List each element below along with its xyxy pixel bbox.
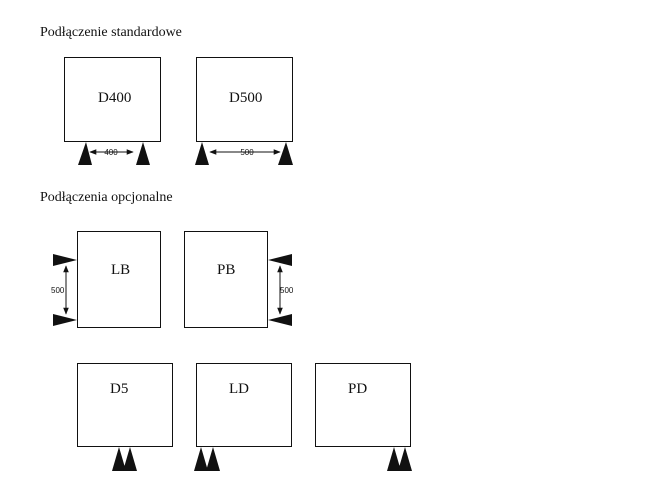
d500-right-connector-icon xyxy=(278,142,293,165)
lb-spacing-value: 500 xyxy=(51,286,65,295)
d400-spacing-value: 400 xyxy=(104,148,118,157)
radiator-pb-box xyxy=(184,231,268,328)
d500-left-connector-icon xyxy=(195,142,209,165)
radiator-ld-box xyxy=(196,363,292,447)
pb-spacing-value: 500 xyxy=(280,286,294,295)
radiator-d500-label: D500 xyxy=(229,90,263,106)
radiator-lb-label: LB xyxy=(111,262,131,278)
lb-bottom-connector-icon xyxy=(53,314,77,326)
d400-right-connector-icon xyxy=(136,142,150,165)
pd-connector-right-icon xyxy=(398,447,412,471)
heading-standard-connection: Podłączenie standardowe xyxy=(40,25,182,40)
radiator-ld-label: LD xyxy=(229,381,249,397)
radiator-lb-box xyxy=(77,231,161,328)
ld-connector-left-icon xyxy=(194,447,208,471)
radiator-d5-box xyxy=(77,363,173,447)
d500-spacing-value: 500 xyxy=(240,148,254,157)
ld-connector-right-icon xyxy=(206,447,220,471)
d5-connector-left-icon xyxy=(112,447,126,471)
lb-top-connector-icon xyxy=(53,254,77,266)
radiator-d400-box xyxy=(64,57,161,142)
heading-optional-connections: Podłączenia opcjonalne xyxy=(40,190,173,205)
pb-top-connector-icon xyxy=(268,254,292,266)
d5-connector-right-icon xyxy=(123,447,137,471)
radiator-pd-label: PD xyxy=(348,381,368,397)
radiator-pb-label: PB xyxy=(217,262,236,278)
pb-bottom-connector-icon xyxy=(268,314,292,326)
radiator-pd-box xyxy=(315,363,411,447)
radiator-d5-label: D5 xyxy=(110,381,129,397)
radiator-d400-label: D400 xyxy=(98,90,132,106)
pd-connector-left-icon xyxy=(387,447,401,471)
radiator-d500-box xyxy=(196,57,293,142)
d400-left-connector-icon xyxy=(78,142,92,165)
